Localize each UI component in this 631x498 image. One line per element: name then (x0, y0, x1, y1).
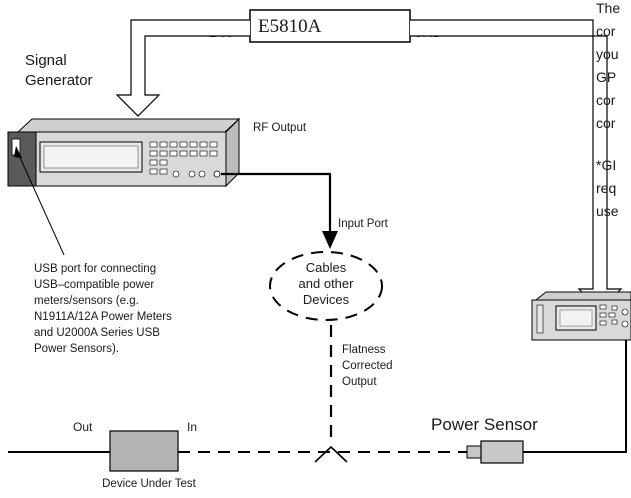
svg-text:N1911A/12A Power Meters: N1911A/12A Power Meters (34, 311, 172, 323)
svg-text:you: you (596, 46, 619, 62)
flatness-label: Flatness Corrected Output (342, 344, 393, 388)
svg-text:cor: cor (596, 92, 616, 108)
svg-text:and other: and other (299, 276, 355, 291)
dut-out-label: Out (73, 420, 93, 434)
svg-text:meters/sensors (e.g.: meters/sensors (e.g. (34, 295, 139, 307)
svg-text:req: req (596, 180, 616, 196)
rf-cable-arrowhead (322, 231, 338, 249)
svg-text:*GI: *GI (596, 157, 616, 173)
svg-text:The: The (596, 0, 620, 16)
svg-text:Devices: Devices (303, 292, 350, 307)
svg-text:Flatness: Flatness (342, 344, 386, 356)
svg-text:Output: Output (342, 376, 377, 388)
svg-text:cor: cor (596, 115, 616, 131)
cables-devices-ellipse (269, 251, 383, 321)
svg-text:Power Sensors).: Power Sensors). (34, 343, 119, 355)
rf-output-connector-icon (213, 170, 221, 178)
rf-cable (221, 172, 332, 232)
power-meter-instrument (531, 291, 631, 341)
sensor-to-meter-cable (523, 340, 627, 453)
signal-generator-instrument (7, 117, 241, 188)
svg-text:use: use (596, 203, 619, 219)
signal-generator-label-line2: Generator (25, 72, 93, 89)
svg-text:GP: GP (596, 69, 616, 85)
svg-text:and U2000A Series USB: and U2000A Series USB (34, 327, 160, 339)
svg-text:USB–compatible power: USB–compatible power (34, 279, 154, 291)
device-under-test-box (109, 430, 179, 472)
cables-devices-label: Cables and other Devices (299, 260, 355, 307)
usb-callout-arrowhead (14, 146, 22, 158)
svg-text:Corrected: Corrected (342, 360, 393, 372)
input-port-label: Input Port (338, 218, 389, 230)
power-sensor-icon (466, 440, 524, 464)
svg-text:USB port for connecting: USB port for connecting (34, 263, 156, 275)
svg-text:Cables: Cables (306, 260, 347, 275)
device-under-test-label: Device Under Test (102, 478, 197, 490)
dut-in-label: In (187, 420, 197, 434)
tee-junction (314, 445, 348, 463)
usb-note: USB port for connecting USB–compatible p… (34, 263, 172, 355)
gateway-label: E5810A (258, 16, 322, 37)
svg-text:cor: cor (596, 23, 616, 39)
right-side-note: The cor you GP cor cor *GI req use (596, 0, 620, 219)
rf-output-label: RF Output (253, 122, 307, 134)
lan-connector-arrow (115, 19, 250, 117)
power-sensor-label: Power Sensor (431, 415, 538, 434)
usb-callout-line (17, 152, 65, 256)
signal-generator-label-line1: Signal (25, 52, 67, 69)
gpib-connector-arrow (410, 19, 623, 310)
